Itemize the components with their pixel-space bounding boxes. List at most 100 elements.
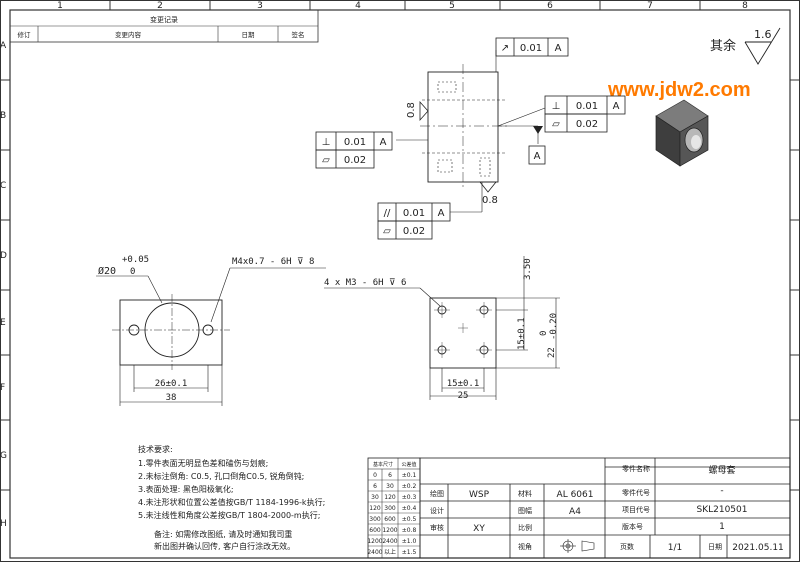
surface-finish-label: 其余	[710, 38, 736, 54]
perpendicularity-symbol: ⊥	[552, 101, 561, 112]
tol-cell: ±1.5	[402, 549, 417, 556]
datum-triangle	[533, 126, 543, 134]
fcf-bottom: // 0.01 A ▱ 0.02	[377, 202, 451, 240]
tol-cell: 6	[373, 483, 377, 490]
tech-note-item: 3.表面处理: 黑色阳极氧化;	[138, 484, 234, 494]
surface-finish-symbol: 其余 1.6	[710, 27, 781, 65]
col-label: 3	[257, 1, 263, 11]
flatness-symbol: ▱	[322, 155, 330, 166]
revision-block: 变更记录 修订 变更内容 日期 签名	[9, 9, 319, 43]
tol-cell: 600	[384, 516, 396, 523]
tol-cell: ±0.5	[402, 516, 417, 523]
roughness-left-value: 0.8	[406, 102, 417, 118]
tol-cell: 6	[388, 472, 392, 479]
runout-symbol: ↗	[501, 43, 509, 54]
tol-cell: 600	[369, 527, 381, 534]
revision-col-date: 日期	[242, 31, 256, 39]
row-label: C	[0, 181, 6, 191]
view-label: 视角	[518, 542, 532, 551]
revision-col-content: 变更内容	[115, 30, 142, 39]
tol-cell: 30	[386, 483, 394, 490]
tol-cell: 30	[371, 494, 379, 501]
tech-note-item: 2.未标注倒角: C0.5, 孔口倒角C0.5, 锐角倒钝;	[138, 471, 304, 481]
tol-cell: ±1.0	[402, 538, 417, 545]
revision-title: 变更记录	[150, 15, 178, 24]
fcf-value: 0.01	[576, 101, 598, 112]
tol-cell: 300	[369, 516, 381, 523]
roughness-bottom-value: 0.8	[482, 195, 498, 206]
fcf-right: ⊥ 0.01 A ▱ 0.02	[544, 95, 626, 133]
tol-cell: ±0.1	[402, 472, 417, 479]
dim-inner-right: 15±0.1	[447, 379, 480, 389]
project-code: SKL210501	[697, 505, 748, 515]
col-label: 5	[449, 1, 455, 11]
fcf-datum: A	[380, 137, 387, 148]
remark-line: 备注: 如需修改图纸, 请及时通知我司重	[154, 529, 292, 539]
tech-notes-title: 技术要求:	[138, 444, 173, 454]
right-view	[324, 256, 560, 400]
tech-note-item: 4.未注形状和位置公差值按GB/T 1184-1996-k执行;	[138, 497, 325, 507]
row-label: G	[0, 451, 7, 461]
datum-box-a: A	[528, 145, 546, 165]
part-code: -	[720, 486, 723, 496]
left-view	[96, 267, 326, 406]
row-label: A	[0, 41, 7, 51]
tol-table-header: 公差值	[401, 461, 416, 468]
dim-vert-tol: 0	[539, 331, 549, 336]
fcf-value: 0.01	[344, 137, 366, 148]
tol-cell: 2400	[367, 549, 382, 556]
datum-label: A	[534, 151, 541, 162]
sheet-label: 图幅	[518, 506, 532, 515]
tol-cell: 1200	[367, 538, 382, 545]
row-label: B	[0, 111, 6, 121]
col-label: 8	[742, 1, 748, 11]
part-name: 螺母套	[708, 464, 735, 476]
date: 2021.05.11	[732, 543, 784, 553]
iso-model-thumbnail	[655, 99, 709, 167]
col-label: 1	[57, 1, 63, 11]
revision-col-sign: 签名	[292, 30, 305, 39]
dim-vert-inner: 15±0.1	[517, 317, 527, 350]
fcf-left: ⊥ 0.01 A ▱ 0.02	[315, 131, 393, 169]
front-view	[396, 50, 546, 213]
draw-label: 绘图	[430, 489, 444, 498]
fcf-value: 0.02	[576, 119, 598, 130]
tol-cell: ±0.8	[402, 527, 417, 534]
tol-cell: ±0.3	[402, 494, 417, 501]
row-label: D	[0, 251, 7, 261]
parallelism-symbol: //	[384, 208, 391, 219]
draw-value: WSP	[469, 490, 490, 500]
material-value: AL 6061	[557, 490, 594, 500]
fcf-value: 0.01	[520, 43, 542, 54]
version-label: 版本号	[622, 522, 643, 531]
flatness-symbol: ▱	[552, 119, 560, 130]
fcf-value: 0.02	[344, 155, 366, 166]
perpendicularity-symbol: ⊥	[322, 137, 331, 148]
thread-callout-right: 4 x M3 - 6H ⊽ 6	[324, 278, 406, 288]
bore-dim-main: Ø20	[98, 265, 116, 277]
part-name-label: 零件名称	[622, 464, 650, 473]
project-code-label: 项目代号	[622, 505, 650, 514]
bore-dim-lower: 0	[130, 267, 135, 277]
fcf-value: 0.01	[403, 208, 425, 219]
dim-top-right: 3.50	[523, 258, 533, 280]
design-label: 设计	[430, 506, 444, 515]
part-code-label: 零件代号	[622, 488, 650, 497]
frame-col-labels: 1 2 3 4 5 6 7 8	[57, 1, 748, 11]
row-label: H	[0, 519, 7, 529]
tech-notes: 技术要求: 1.零件表面无明显色差和磕伤与划痕; 2.未标注倒角: C0.5, …	[138, 444, 325, 551]
review-label: 审核	[430, 523, 444, 532]
frame-row-labels: A B C D E F G H	[0, 41, 7, 529]
thread-callout-left: M4x0.7 - 6H ⊽ 8	[232, 257, 314, 267]
tol-cell: ±0.4	[402, 505, 417, 512]
col-label: 6	[547, 1, 553, 11]
fcf-value: 0.02	[403, 226, 425, 237]
tol-cell: 300	[384, 505, 396, 512]
bore-dim-upper: +0.05	[122, 255, 149, 265]
col-label: 7	[647, 1, 653, 11]
remark-line: 新出图并确认回传, 客户自行涂改无效。	[154, 541, 295, 551]
sheet-value: A4	[569, 507, 581, 517]
scale-label: 比例	[518, 523, 532, 532]
projection-symbol-icon	[560, 539, 595, 553]
